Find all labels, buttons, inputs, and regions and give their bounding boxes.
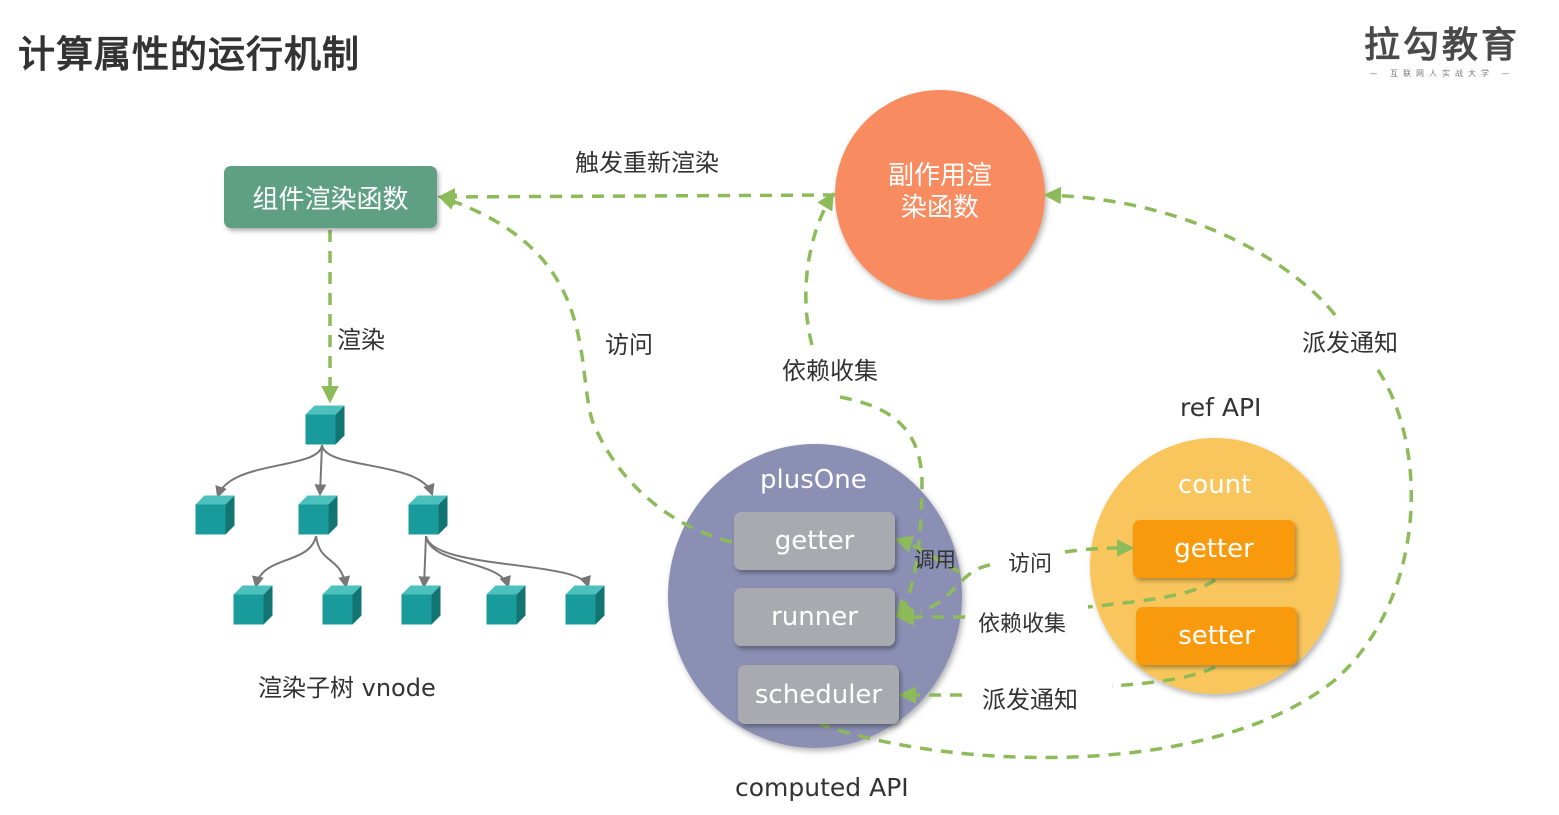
edge-notify-ref [902,665,1216,695]
vnode-cube [565,585,605,625]
edge-dep-collect-ref [900,578,1217,617]
label-access-ref: 访问 [1008,552,1053,577]
label-access-computed: 访问 [605,331,653,359]
ref-getter-box: getter [1133,520,1295,578]
edge-invoke [898,540,991,614]
vnode-cube [322,585,362,625]
computed-runner-box: runner [734,588,895,646]
label-dep-collect-computed: 依赖收集 [782,357,878,385]
ref-setter-box: setter [1136,607,1297,665]
component-render-label: 组件渲染函数 [252,184,409,215]
component-render-function-box: 组件渲染函数 [224,166,437,228]
side-effect-render-circle [835,90,1045,300]
edge-notify-top-a [1043,186,1337,317]
edge-trigger-rerender [437,188,836,206]
logo-tagline: — 互联网人实战大学 — [1369,69,1515,78]
label-trigger-rerender: 触发重新渲染 [575,149,719,177]
label-notify-top: 派发通知 [1302,329,1398,357]
edge-dep-collect-computed-b [839,395,924,618]
label-invoke: 调用 [914,548,956,572]
ref-name: count [1178,470,1252,500]
ref-api-caption: ref API [1180,393,1262,422]
vnode-cube [305,405,345,445]
edge-dep-collect-computed-a [804,191,834,346]
edge-notify-top-b [819,369,1413,760]
side-effect-label-line2: 染函数 [900,193,979,223]
computed-name: plusOne [760,465,867,495]
computed-api-caption: computed API [735,773,909,802]
vnode-cube [298,495,338,535]
logo-name: 拉勾教育 [1363,25,1520,66]
vnode-cube [486,585,526,625]
computed-scheduler-box: scheduler [738,665,899,724]
side-effect-render-label: 副作用渲 染函数 [870,160,1010,224]
label-notify-ref: 派发通知 [982,686,1078,714]
vnode-tree [195,405,605,625]
vnode-cube [195,495,235,535]
side-effect-label-line1: 副作用渲 [887,161,992,191]
page-title: 计算属性的运行机制 [18,33,360,76]
vnode-cube [401,585,441,625]
vnode-tree-caption: 渲染子树 vnode [258,674,436,702]
vnode-cube [233,585,273,625]
computed-getter-box: getter [734,512,895,570]
label-render: 渲染 [337,326,385,354]
edge-access-computed [437,193,733,544]
edge-access-ref [1064,539,1135,557]
logo: 拉勾教育 — 互联网人实战大学 — [1362,24,1522,79]
vnode-tree-edges [215,444,591,589]
vnode-cube [408,495,448,535]
label-dep-collect-ref: 依赖收集 [978,612,1067,637]
